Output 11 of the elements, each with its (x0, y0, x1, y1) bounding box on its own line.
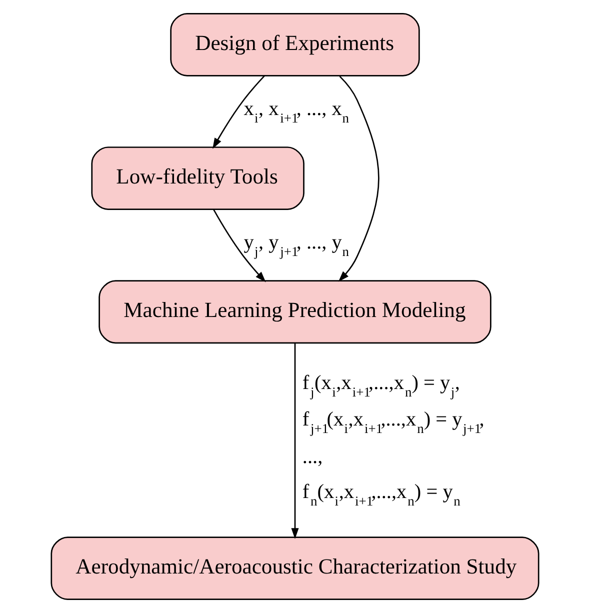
edge-label: y$_{j}$, y$_{j+1}$, ..., y$_{n}$ (244, 231, 349, 259)
arrow (213, 209, 266, 282)
node-box: Low-fidelity Tools (91, 146, 304, 210)
node-box: Aerodynamic/Aeroacoustic Characterization Study (50, 536, 540, 600)
edge-label: f$_{j}$(x$_{i}$,x$_{i+1}$,...,x$_{n}$) = y$_{j}$, f$_{j+1}$(x$_{i}$,x$_{i+1}$,...,x$_{n}$) = y$_{j+1}$, ..., f$_{n}$(x$_{i}$,x$_{i+1}$,...,x$_{n}$) = y$_{n}$ (302, 372, 484, 509)
arrow (291, 343, 299, 539)
arrow (212, 75, 265, 149)
node-box: Machine Learning Prediction Modeling (98, 280, 492, 344)
edge-label: x$_{i}$, x$_{i+1}$, ..., x$_{n}$ (244, 98, 349, 126)
node-box: Design of Experiments (170, 12, 420, 76)
arrow (338, 76, 380, 282)
